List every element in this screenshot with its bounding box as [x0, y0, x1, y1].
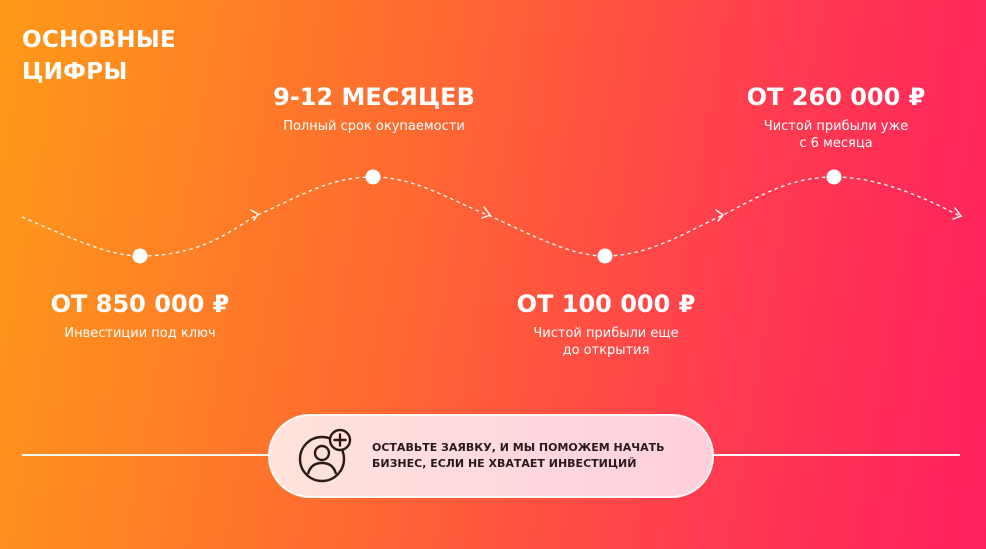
stat-description: Чистой прибыли уже с 6 месяца: [763, 119, 909, 151]
stat-monthly-profit: ОТ 260 000 ₽ Чистой прибыли уже с 6 меся…: [716, 82, 956, 152]
page-title: Основные цифры: [22, 27, 176, 85]
stat-value: ОТ 260 000 ₽: [746, 83, 926, 111]
divider-left: [22, 454, 270, 456]
divider-right: [712, 454, 960, 456]
stat-value: ОТ 100 000 ₽: [516, 290, 696, 318]
stat-description: Чистой прибыли еще до открытия: [533, 326, 679, 358]
timeline-dot-4: [826, 169, 842, 185]
stat-description: Полный срок окупаемости: [283, 119, 465, 134]
stat-description: Инвестиции под ключ: [64, 326, 216, 341]
stat-investment: ОТ 850 000 ₽ Инвестиции под ключ: [20, 289, 260, 342]
arrow-head-3: [715, 209, 725, 222]
stat-value: ОТ 850 000 ₽: [50, 290, 230, 318]
timeline-dashed-curve: [21, 176, 963, 257]
timeline-dot-2: [365, 169, 381, 185]
arrow-head-2: [481, 206, 492, 219]
timeline-wave: [0, 0, 986, 300]
cta-label: Оставьте заявку, и мы поможем начать биз…: [372, 441, 665, 470]
arrow-head-4: [952, 207, 963, 220]
user-add-icon: [298, 428, 352, 483]
request-cta-button[interactable]: Оставьте заявку, и мы поможем начать биз…: [268, 414, 714, 498]
stat-value: 9-12 МЕСЯЦЕВ: [273, 83, 475, 111]
stat-payback: 9-12 МЕСЯЦЕВ Полный срок окупаемости: [254, 82, 494, 135]
timeline-dot-3: [597, 248, 613, 264]
arrow-head-1: [250, 209, 259, 221]
timeline-dot-1: [132, 248, 148, 264]
stat-pre-opening-profit: ОТ 100 000 ₽ Чистой прибыли еще до откры…: [486, 289, 726, 359]
